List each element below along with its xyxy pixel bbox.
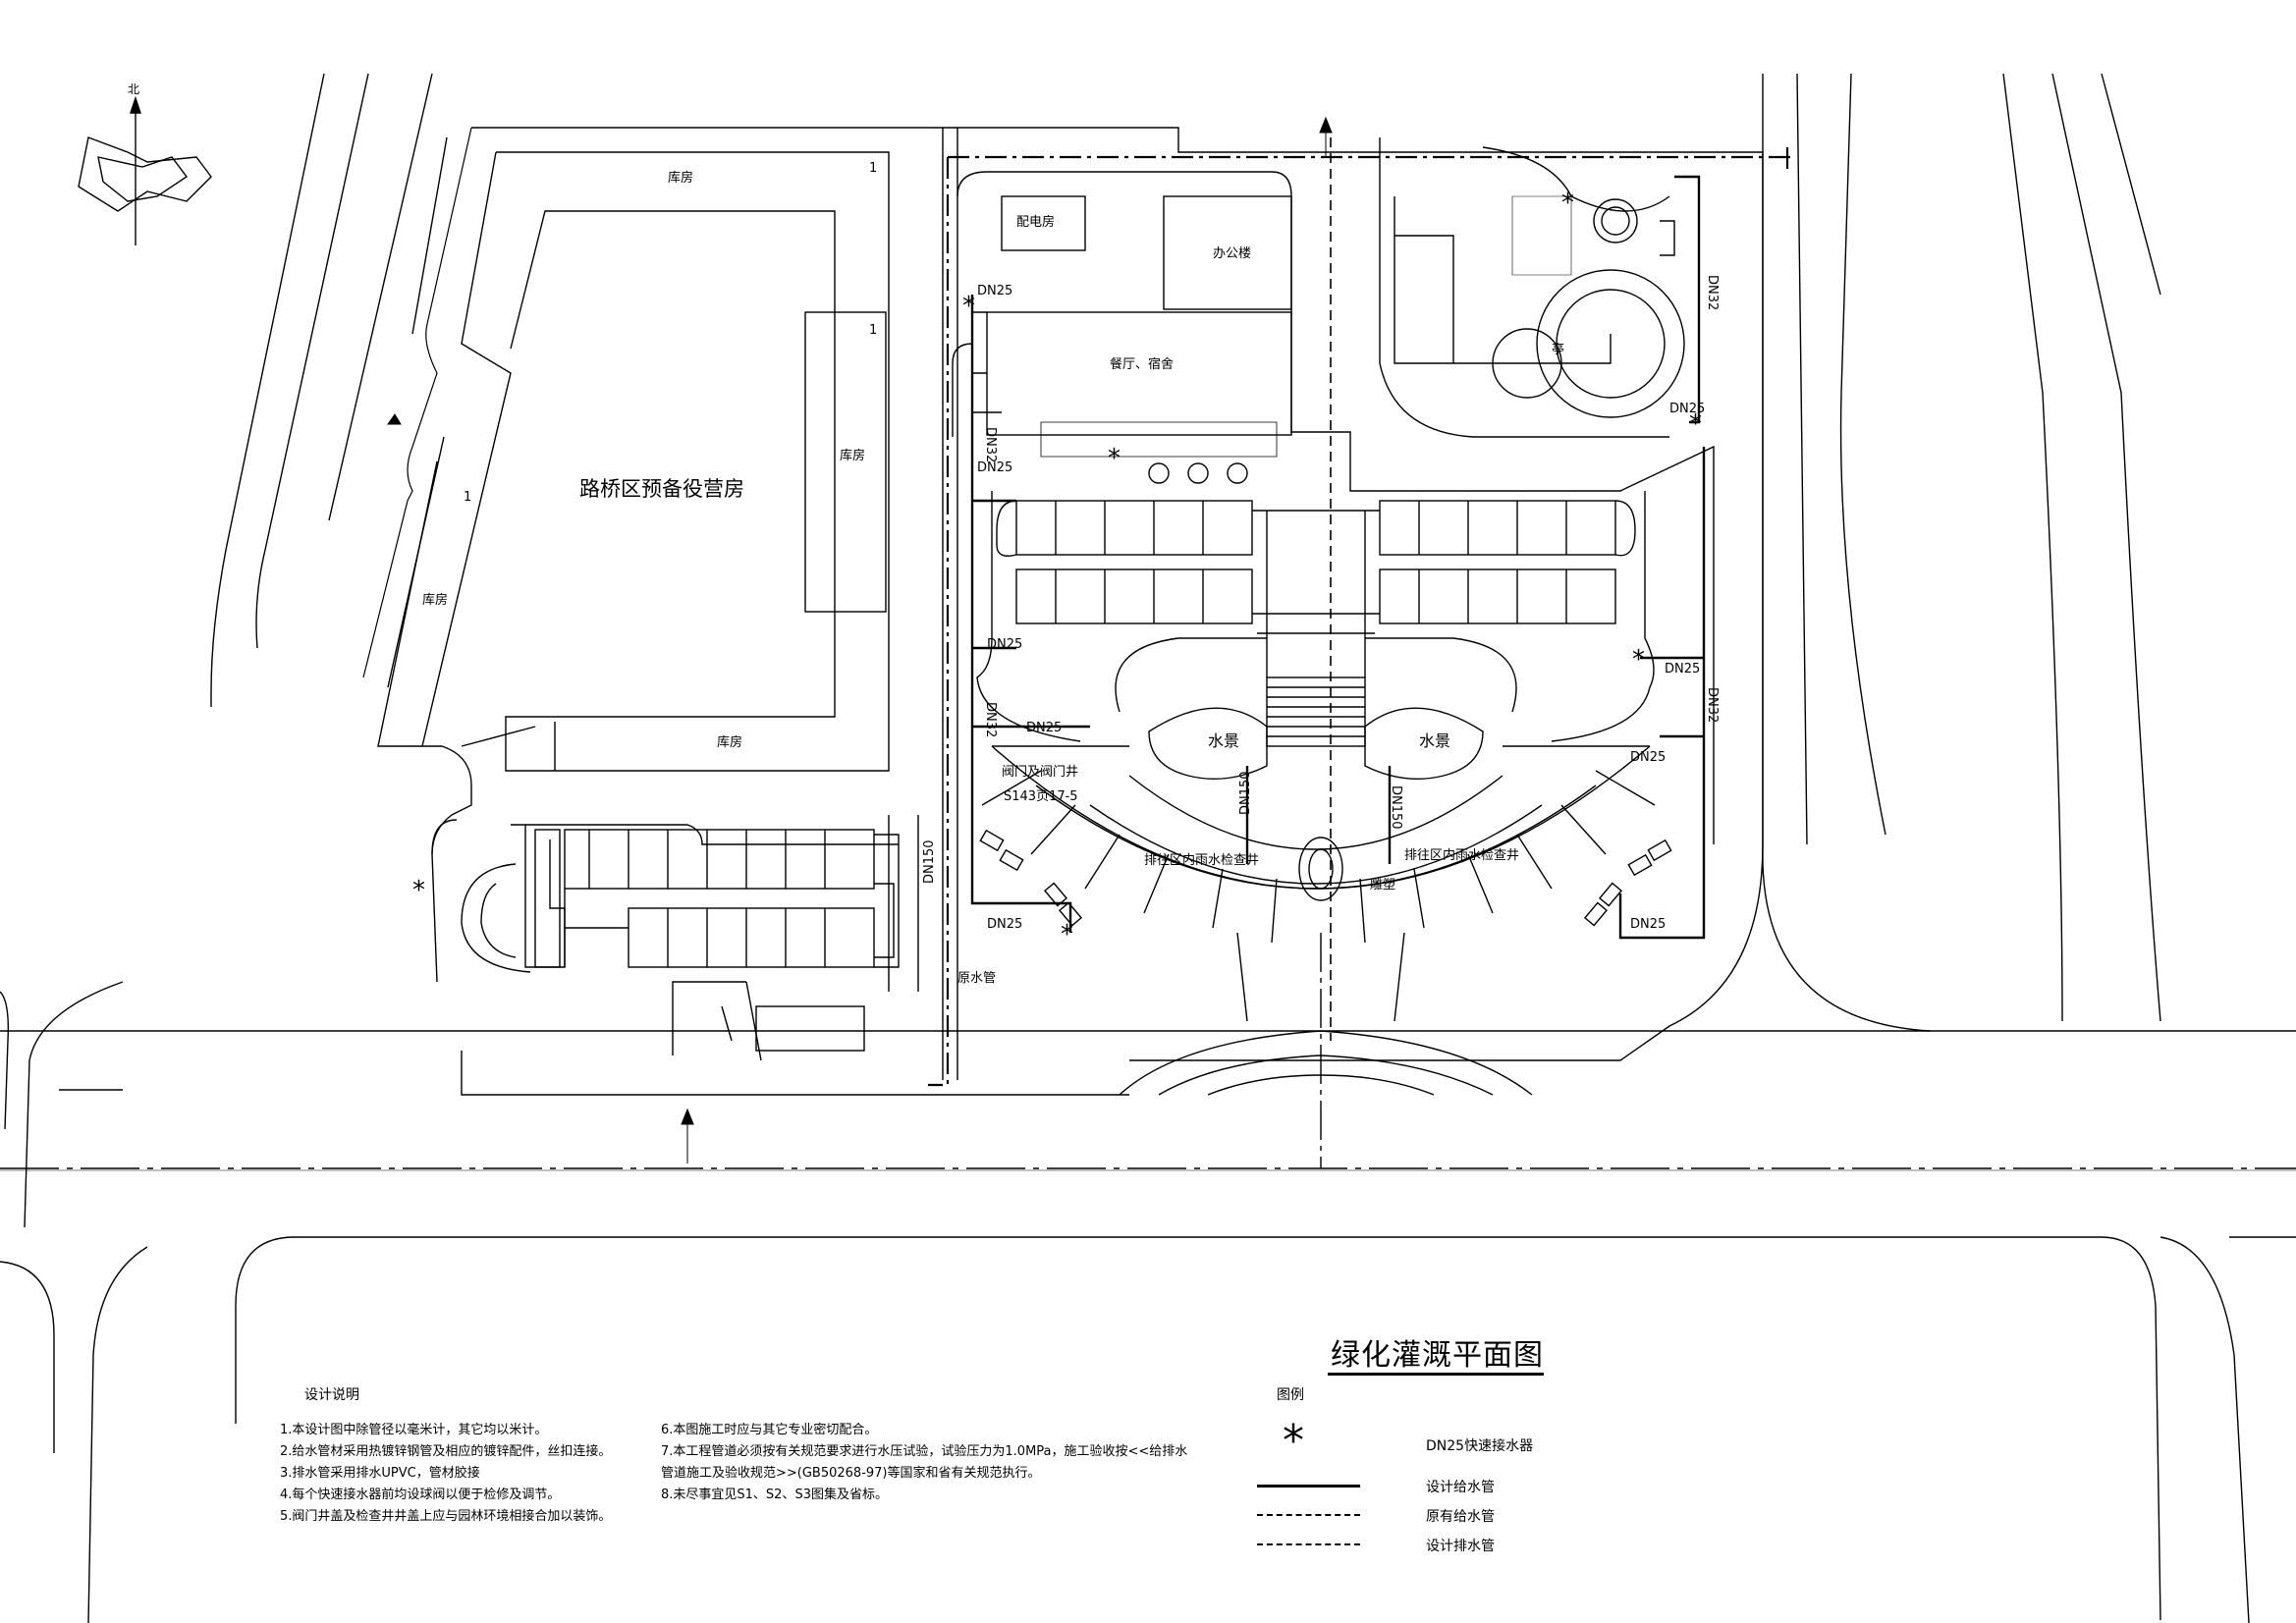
note-line: 1.本设计图中除管径以毫米计，其它均以米计。 <box>280 1423 548 1437</box>
pipe-label-dn25: DN25 <box>987 637 1022 652</box>
valve-well-label: 阀门及阀门井 <box>1002 765 1078 780</box>
sprinkler-star-icon: * <box>1283 1416 1304 1466</box>
pipe-label-dn25: DN25 <box>1669 402 1705 416</box>
site-boundary <box>461 127 1764 1096</box>
legend-label: 设计排水管 <box>1426 1539 1495 1554</box>
sprinkler-markers: * * * * * * * <box>412 189 1702 949</box>
entrance-arrow-icon <box>387 413 402 425</box>
note-line: 8.未尽事宜见S1、S2、S3图集及省标。 <box>661 1488 888 1502</box>
notes-column-2: 6.本图施工时应与其它专业密切配合。 7.本工程管道必须按有关规范要求进行水压试… <box>661 1420 1211 1506</box>
canteen-label: 餐厅、宿舍 <box>1110 356 1174 372</box>
pipe-label-dn32: DN32 <box>1705 687 1720 723</box>
note-line: 2.给水管材采用热镀锌钢管及相应的镀锌配件，丝扣连接。 <box>280 1444 612 1459</box>
office-label: 办公楼 <box>1213 246 1251 261</box>
pipe-label-dn25: DN25 <box>977 284 1012 298</box>
marker-1: 1 <box>464 490 471 505</box>
pipe-label-dn150: DN150 <box>1389 785 1403 830</box>
legend-row-drain: 设计排水管 <box>1257 1534 1611 1557</box>
pipe-label-dn32: DN32 <box>983 702 998 737</box>
left-road <box>0 73 433 1228</box>
north-label: 北 <box>128 82 139 96</box>
existing-pipe-label: 原水管 <box>957 971 996 986</box>
note-line: 3.排水管采用排水UPVC，管材胶接 <box>280 1466 480 1481</box>
pipe-label-dn25: DN25 <box>1026 721 1062 735</box>
dash-line-icon <box>1257 1543 1360 1545</box>
sprinkler-marker: * <box>1632 645 1645 675</box>
solid-line-icon <box>1257 1485 1360 1488</box>
storage-label-left: 库房 <box>422 592 448 608</box>
power-room-label: 配电房 <box>1016 214 1055 230</box>
existing-pipes <box>928 147 1792 1087</box>
pipe-label-dn25: DN25 <box>1630 750 1666 765</box>
inspection-well-label-left: 排往区内雨水检查井 <box>1144 852 1259 868</box>
dash-dot-line-icon <box>1257 1514 1360 1516</box>
right-compound <box>952 137 1715 1168</box>
note-line: 管道施工及验收规范>>(GB50268-97)等国家和省有关规范执行。 <box>661 1466 1041 1481</box>
drawing-title: 绿化灌溉平面图 <box>1331 1338 1544 1373</box>
pipe-label-dn32: DN32 <box>1705 275 1720 310</box>
legend-heading: 图例 <box>1277 1387 1304 1403</box>
north-arrow-icon <box>78 95 212 245</box>
legend-label: DN25快速接水器 <box>1426 1438 1534 1454</box>
marker-1: 1 <box>869 323 877 338</box>
sprinkler-marker: * <box>412 876 425 905</box>
legend-row-existing: 原有给水管 <box>1257 1504 1611 1528</box>
pipe-label-dn25: DN25 <box>987 917 1022 932</box>
sprinkler-marker: * <box>1561 189 1574 218</box>
pipe-label-dn32: DN32 <box>983 427 998 462</box>
supply-pipes <box>970 175 1706 940</box>
pavilion-label: 亭 <box>1552 342 1564 357</box>
note-line: 5.阀门井盖及检查井井盖上应与园林环境相接合加以装饰。 <box>280 1509 612 1524</box>
sprinkler-marker: * <box>1689 409 1702 439</box>
pipe-label-dn150: DN150 <box>922 839 937 884</box>
left-compound <box>377 151 919 1061</box>
pipe-label-dn25: DN25 <box>1630 917 1666 932</box>
sprinkler-marker: * <box>1061 920 1073 949</box>
entrance-arrow-icon <box>1319 116 1333 157</box>
pipe-label-dn25: DN25 <box>1665 662 1700 676</box>
right-road <box>1762 73 2296 1623</box>
legend-row-supply: 设计给水管 <box>1257 1475 1611 1498</box>
storage-label-bottom: 库房 <box>717 734 742 750</box>
main-road <box>0 1030 2296 1623</box>
water-feature-label-left: 水景 <box>1208 731 1239 750</box>
note-line: 4.每个快速接水器前均设球阀以便于检修及调节。 <box>280 1488 561 1502</box>
notes-heading: 设计说明 <box>304 1387 359 1403</box>
storage-label-top: 库房 <box>668 170 693 186</box>
notes-column-1: 1.本设计图中除管径以毫米计，其它均以米计。 2.给水管材采用热镀锌钢管及相应的… <box>280 1420 673 1528</box>
title-underline <box>1328 1373 1544 1376</box>
note-line: 7.本工程管道必须按有关规范要求进行水压试验，试验压力为1.0MPa，施工验收按… <box>661 1444 1188 1459</box>
sprinkler-marker: * <box>962 292 975 321</box>
inspection-well-label-right: 排往区内雨水检查井 <box>1404 847 1519 863</box>
legend-label: 设计给水管 <box>1426 1480 1495 1495</box>
pipe-label-dn25: DN25 <box>977 460 1012 475</box>
sculpture-label: 雕塑 <box>1370 878 1395 893</box>
storage-label-right: 库房 <box>840 448 865 463</box>
marker-1: 1 <box>869 161 877 176</box>
sprinkler-marker: * <box>1108 444 1121 473</box>
note-line: 6.本图施工时应与其它专业密切配合。 <box>661 1423 878 1437</box>
entrance-arrow-icon <box>681 1108 694 1163</box>
water-feature-label-right: 水景 <box>1419 731 1450 750</box>
legend-row-sprinkler: * DN25快速接水器 <box>1257 1420 1611 1463</box>
main-building-label: 路桥区预备役营房 <box>579 477 744 501</box>
legend-label: 原有给水管 <box>1426 1509 1495 1525</box>
pipe-label-dn150: DN150 <box>1238 771 1253 815</box>
valve-ref-label: S143页17-5 <box>1004 789 1078 804</box>
